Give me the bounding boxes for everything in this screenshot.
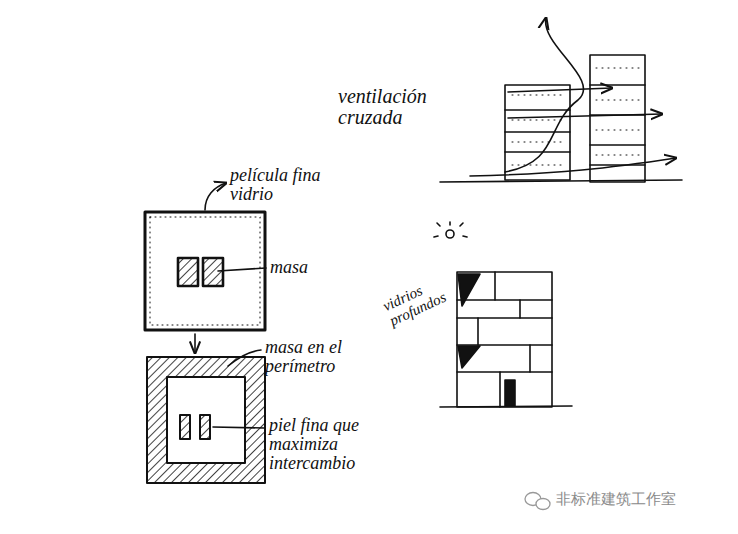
annotation: vidrios profundos (381, 270, 460, 329)
leader-line (228, 350, 261, 366)
annotation-title: ventilación cruzada (338, 86, 458, 128)
annotation: piel fina que maximiza intercambio (269, 416, 381, 473)
leader-line (218, 268, 266, 271)
leader-line (213, 427, 264, 428)
facade-elevation (440, 272, 572, 407)
annotation: masa (270, 258, 330, 277)
plan-glass-skin (145, 212, 265, 330)
annotation: masa en el perímetro (265, 338, 373, 376)
annotation: película fina vidrio (230, 166, 322, 204)
sun-symbol (434, 222, 467, 238)
plan-mass-perimeter (147, 357, 265, 483)
airflow-arrow (470, 18, 676, 176)
leader-line (205, 183, 226, 210)
transition-arrow (194, 334, 196, 353)
watermark: 非标准建筑工作室 (556, 492, 676, 508)
wechat-icon (525, 493, 550, 510)
